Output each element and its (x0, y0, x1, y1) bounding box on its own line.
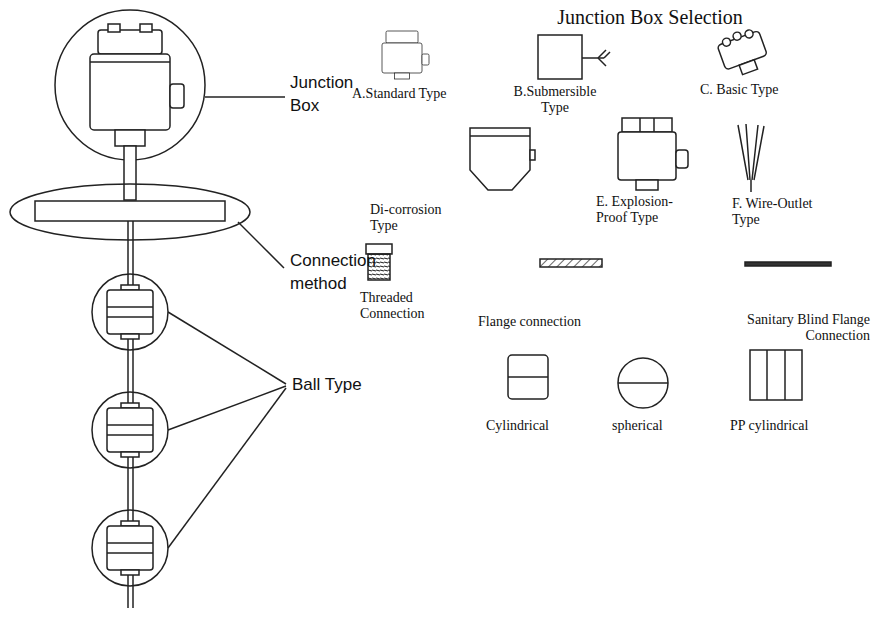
pp-cylindrical-float-icon (750, 350, 802, 400)
float-ball (92, 392, 168, 468)
leader-line (168, 388, 286, 548)
flange (35, 201, 225, 221)
leader-line (238, 222, 284, 268)
heading: Junction Box Selection (540, 6, 760, 29)
junction-box (90, 24, 184, 200)
cylindrical-float-icon (508, 355, 548, 399)
sanitary-flange-icon (745, 262, 831, 266)
float-caption: Cylindrical (486, 418, 576, 434)
basic-box-icon (715, 25, 771, 80)
callout-circle (55, 10, 205, 160)
type-caption: Di-corrosion Type (370, 202, 460, 234)
type-caption: C. Basic Type (700, 82, 810, 98)
anti-corrosion-box-icon (470, 128, 535, 190)
connection-caption: Sanitary Blind Flange Connection (690, 312, 870, 344)
float-caption: spherical (612, 418, 692, 434)
type-caption: E. Explosion-Proof Type (596, 194, 696, 226)
submersible-box-icon (538, 35, 610, 79)
leader-line (205, 96, 285, 98)
callout-label: Connection method (290, 250, 390, 296)
callout-ellipse (10, 184, 250, 240)
type-caption: F. Wire-Outlet Type (732, 196, 842, 228)
type-caption: A.Standard Type (352, 86, 472, 102)
standard-box-icon (382, 31, 429, 79)
float-caption: PP cylindrical (730, 418, 840, 434)
connection-caption: Threaded Connection (360, 290, 440, 322)
leader-line (168, 312, 286, 384)
callout-label: Ball Type (292, 374, 392, 397)
spherical-float-icon (618, 358, 668, 408)
flange-connection-icon (540, 259, 602, 267)
wire-outlet-icon (738, 124, 764, 192)
connection-caption: Flange connection (478, 314, 618, 330)
leader-line (168, 386, 286, 430)
float-ball (92, 274, 168, 350)
type-caption: B.Submersible Type (505, 84, 605, 116)
float-ball (92, 510, 168, 586)
explosion-proof-box-icon (618, 118, 688, 190)
